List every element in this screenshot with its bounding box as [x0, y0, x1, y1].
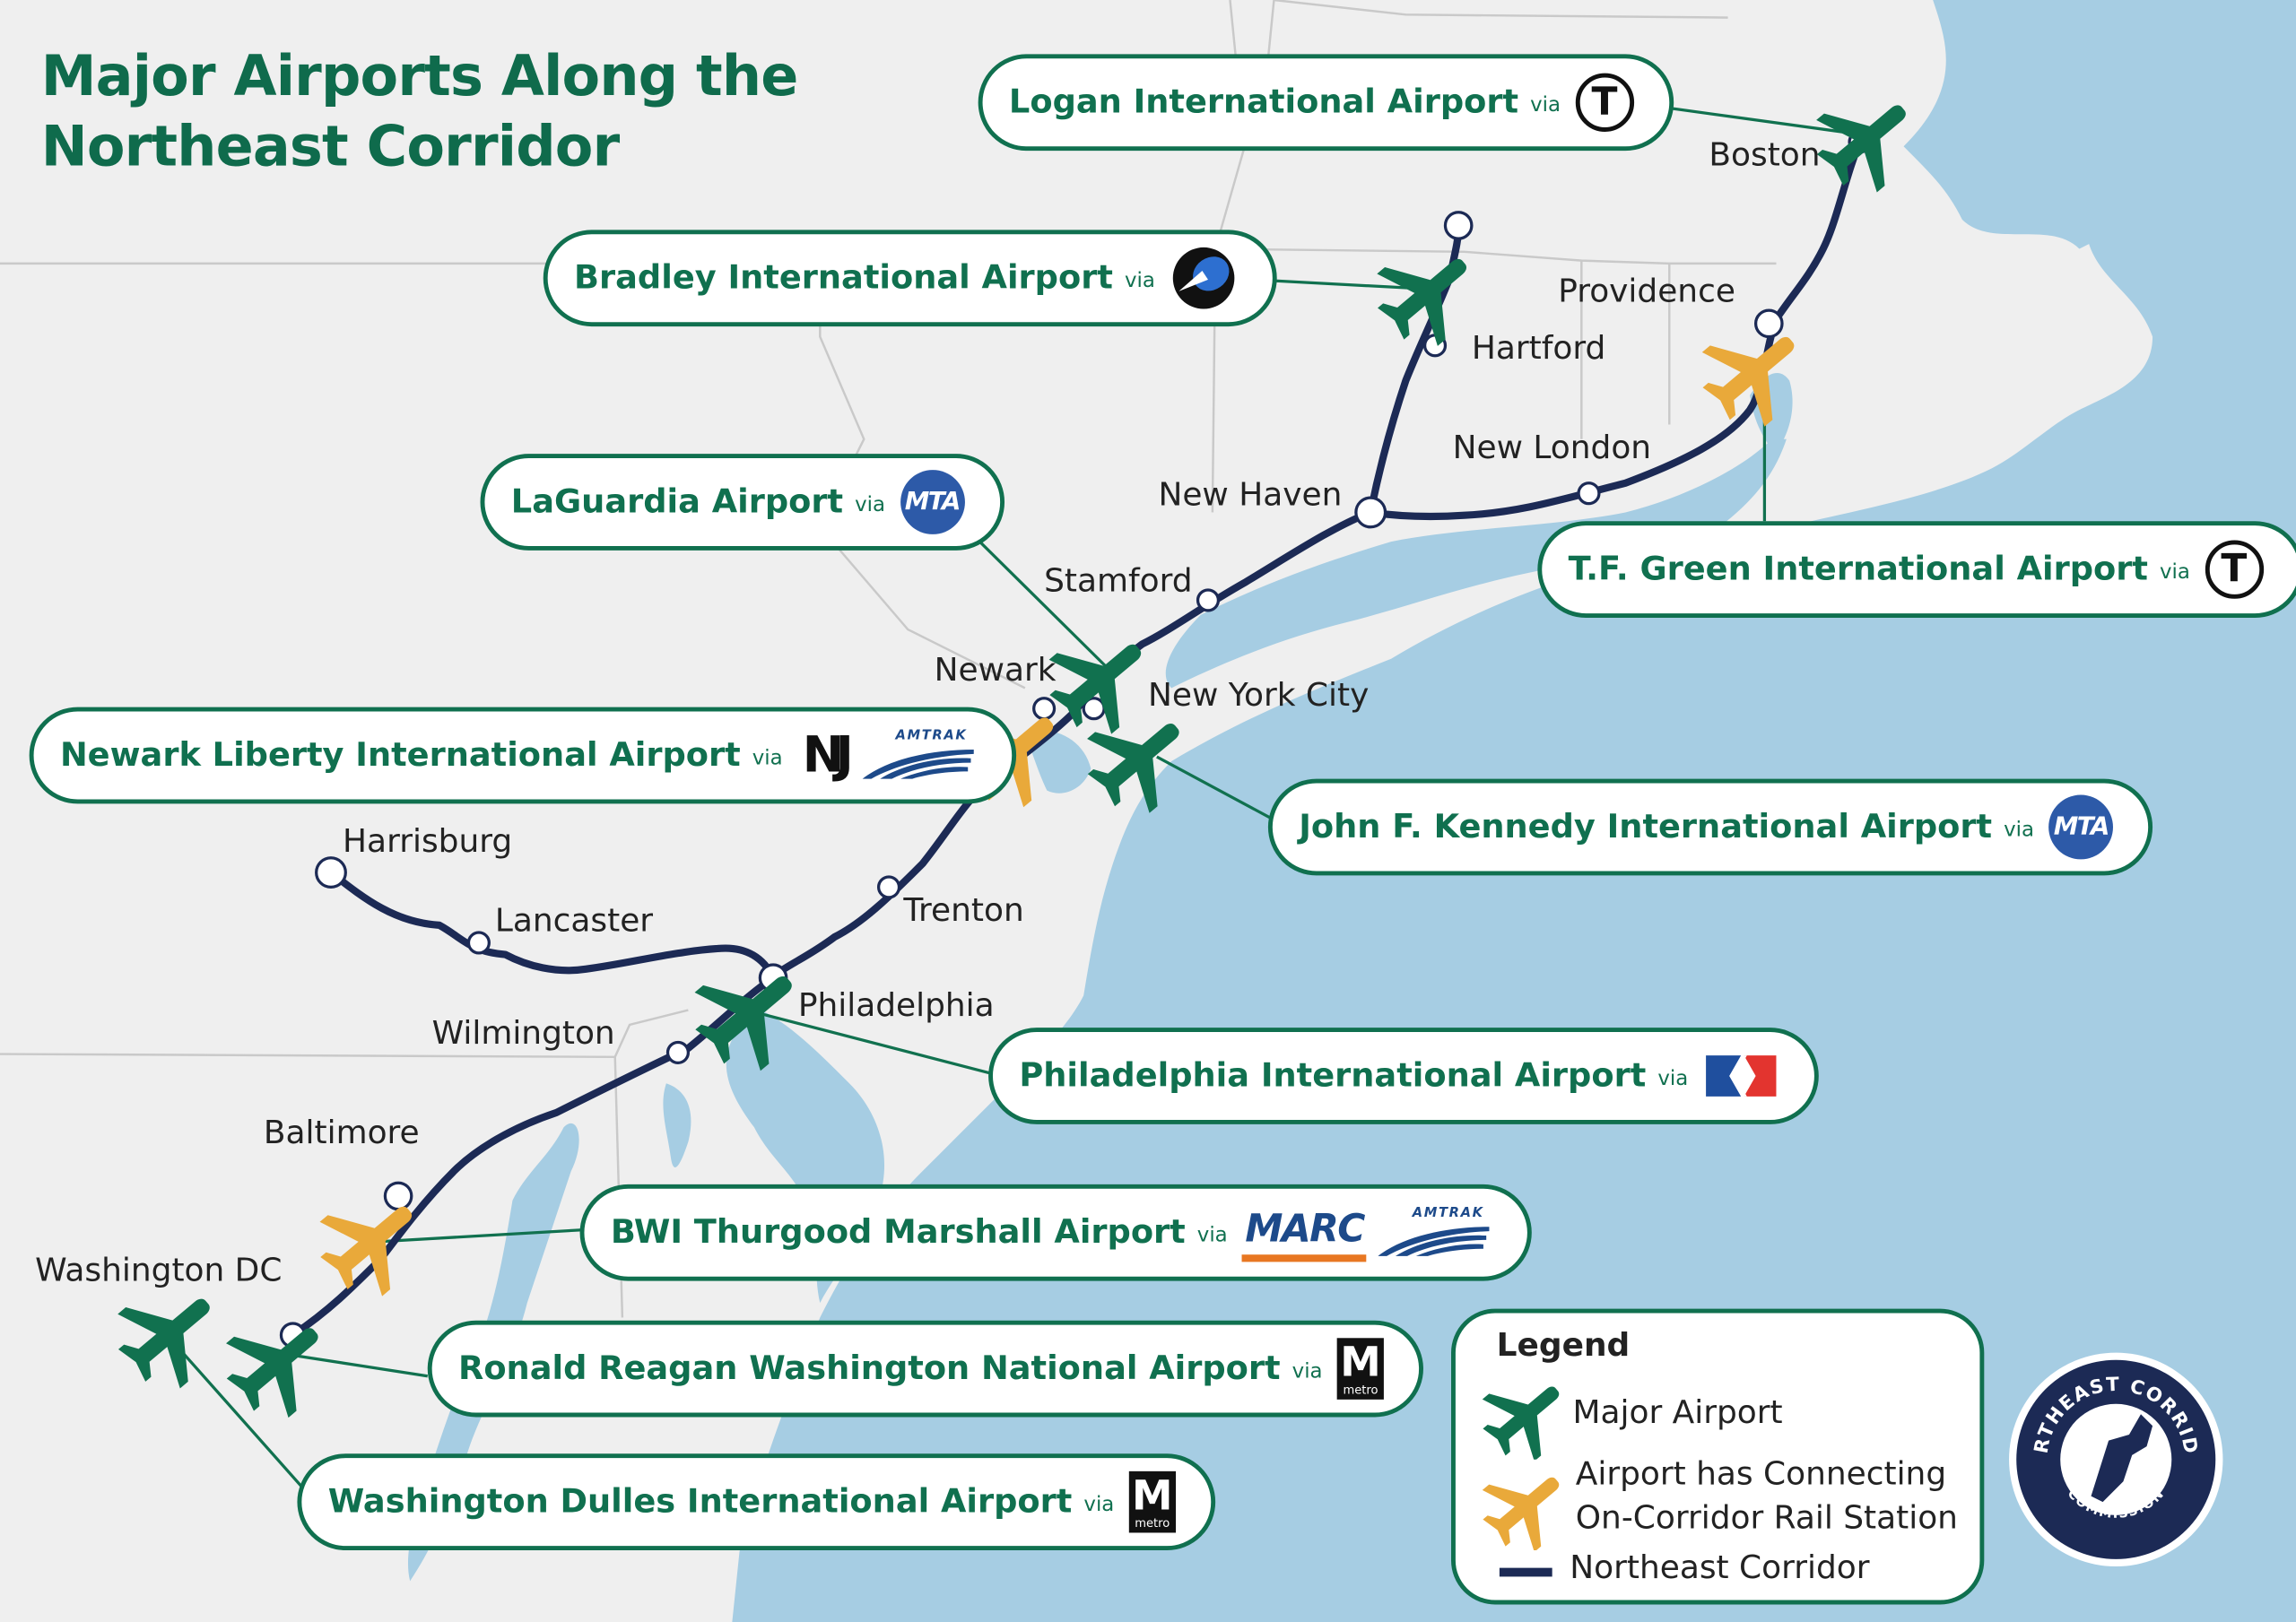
city-label-baltimore: Baltimore: [263, 1115, 420, 1152]
airport-name: Logan International Airport: [1008, 83, 1519, 122]
station-dot-new-london: [1577, 481, 1601, 506]
station-dot-wilmington: [665, 1040, 691, 1064]
plane-icon-tf-green: [1684, 303, 1823, 441]
station-dot-lancaster: [466, 931, 491, 955]
mta-logo-icon: MTA: [900, 470, 965, 534]
nec-commission-seal: NORTHEAST CORRIDOR COMMISSION: [2006, 1349, 2223, 1566]
station-dot-baltimore: [383, 1181, 413, 1211]
city-label-philadelphia: Philadelphia: [797, 988, 995, 1025]
ctrail-logo-icon: [1170, 245, 1237, 312]
airport-name: LaGuardia Airport: [510, 482, 844, 522]
nj-transit-logo-icon: NJ: [802, 725, 854, 785]
amtrak-logo-icon: AMTRAK: [1376, 1203, 1493, 1262]
station-dot-hartford-north: [1443, 211, 1474, 240]
city-label-trenton: Trenton: [903, 892, 1024, 930]
callout-newark[interactable]: Newark Liberty International Airport via…: [29, 707, 1016, 804]
station-dot-trenton: [876, 875, 901, 899]
city-label-new-york-city: New York City: [1148, 677, 1370, 715]
callout-reagan[interactable]: Ronald Reagan Washington National Airpor…: [427, 1320, 1424, 1418]
airport-name: Ronald Reagan Washington National Airpor…: [458, 1349, 1281, 1388]
city-label-boston: Boston: [1709, 137, 1821, 175]
airport-name: BWI Thurgood Marshall Airport: [610, 1213, 1186, 1252]
legend-title: Legend: [1496, 1327, 1631, 1365]
city-label-newark: Newark: [934, 653, 1057, 690]
marc-logo-icon: MARC: [1242, 1204, 1367, 1262]
mbta-t-logo-icon: T: [1575, 73, 1634, 132]
airport-name: T.F. Green International Airport: [1568, 550, 2148, 589]
station-dot-new-haven: [1354, 496, 1387, 529]
callout-tf-green[interactable]: T.F. Green International Airport via T: [1537, 521, 2296, 618]
connecting-airport-icon: [1482, 1462, 1570, 1551]
corridor-line-swatch: [1499, 1567, 1552, 1577]
city-label-washington-dc: Washington DC: [35, 1253, 283, 1290]
callout-philadelphia[interactable]: Philadelphia International Airport via: [988, 1028, 1819, 1124]
city-label-lancaster: Lancaster: [494, 903, 654, 941]
airport-name: Philadelphia International Airport: [1019, 1056, 1647, 1096]
septa-logo-icon: [1702, 1046, 1779, 1106]
callout-laguardia[interactable]: LaGuardia Airport via MTA: [480, 454, 1004, 551]
station-dot-providence: [1753, 308, 1784, 339]
amtrak-logo-icon: AMTRAK: [859, 726, 977, 785]
city-label-new-london: New London: [1452, 430, 1652, 467]
legend-item-major-airport: Major Airport: [1572, 1394, 1783, 1432]
city-label-stamford: Stamford: [1044, 563, 1193, 601]
airport-name: John F. Kennedy International Airport: [1299, 808, 1993, 846]
station-dot-newark: [1032, 697, 1057, 721]
city-label-wilmington: Wilmington: [431, 1016, 615, 1053]
callout-bradley[interactable]: Bradley International Airport via: [543, 230, 1277, 327]
callout-jfk[interactable]: John F. Kennedy International Airport vi…: [1267, 778, 2153, 876]
mta-logo-icon: MTA: [2048, 794, 2114, 860]
city-label-hartford: Hartford: [1471, 330, 1606, 368]
callout-logan[interactable]: Logan International Airport via T: [978, 54, 1674, 152]
airport-name: Newark Liberty International Airport: [59, 736, 741, 775]
callout-dulles[interactable]: Washington Dulles International Airport …: [297, 1453, 1215, 1551]
airport-name: Bradley International Airport: [574, 258, 1113, 298]
legend-item-corridor: Northeast Corridor: [1570, 1550, 1870, 1587]
plane-icon-bwi: [302, 1173, 440, 1311]
major-airport-icon: [1482, 1371, 1570, 1460]
airport-name: Washington Dulles International Airport: [327, 1482, 1073, 1522]
callout-bwi[interactable]: BWI Thurgood Marshall Airport via MARC A…: [579, 1184, 1533, 1281]
city-label-new-haven: New Haven: [1158, 477, 1343, 515]
legend-item-connecting-line2: On-Corridor Rail Station: [1575, 1500, 1958, 1538]
mbta-t-logo-icon: T: [2205, 540, 2264, 599]
city-label-providence: Providence: [1558, 273, 1735, 311]
station-dot-stamford: [1196, 588, 1221, 612]
legend-item-connecting-line1: Airport has Connecting: [1575, 1456, 1947, 1494]
map-legend: Legend Major Airport Airport has Connect…: [1451, 1308, 1985, 1605]
plane-icon-reagan: [209, 1294, 347, 1432]
city-label-harrisburg: Harrisburg: [343, 824, 513, 862]
station-dot-harrisburg: [315, 856, 347, 889]
